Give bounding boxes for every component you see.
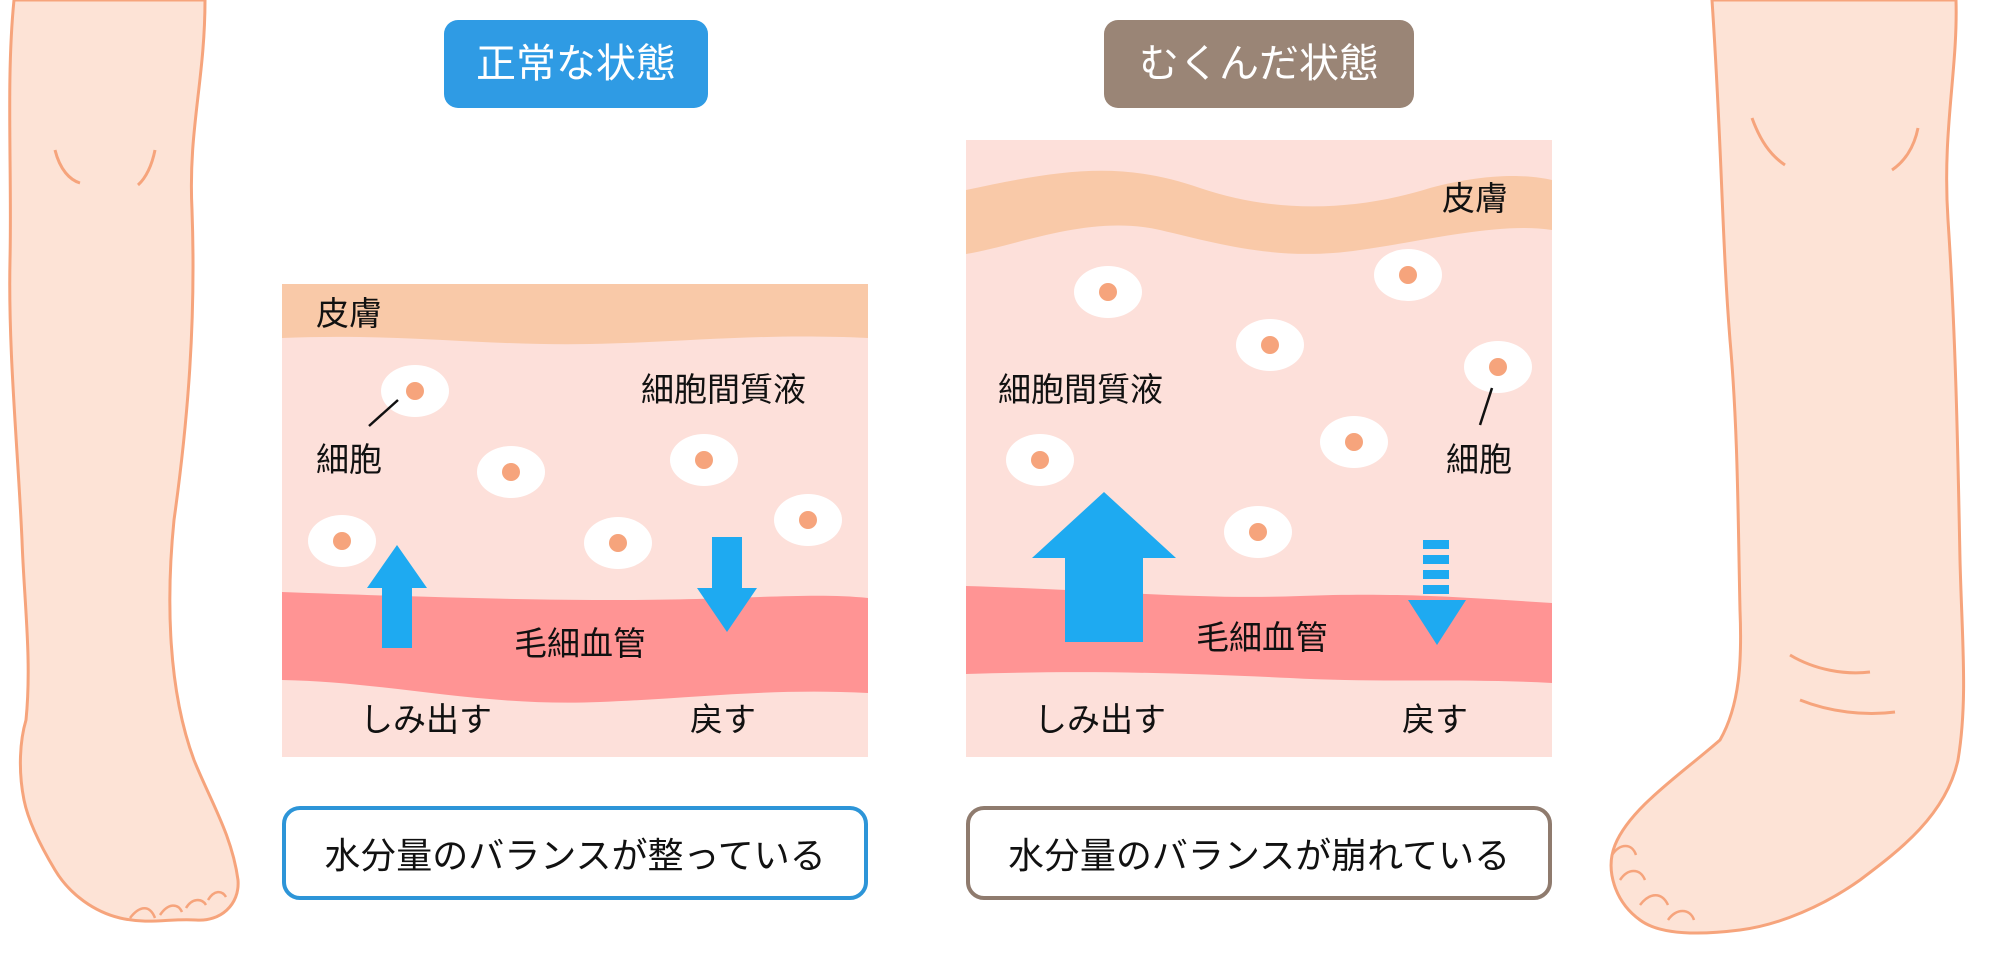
- cell: [670, 434, 738, 486]
- return-label: 戻す: [690, 700, 756, 739]
- cell: [381, 365, 449, 417]
- seep-out-label: しみ出す: [1034, 700, 1166, 739]
- cells: [1006, 249, 1532, 558]
- skin-label: 皮膚: [1442, 179, 1508, 218]
- cell: [1464, 341, 1532, 393]
- cell-pointer-line: [1478, 387, 1494, 426]
- swollen-leg: [1609, 0, 1966, 935]
- swollen-state-title: むくんだ状態: [1104, 20, 1414, 108]
- cell: [1074, 266, 1142, 318]
- cell: [774, 494, 842, 546]
- return-arrow-dashed: [1408, 540, 1466, 645]
- seep-out-arrow-large: [1032, 492, 1176, 642]
- return-label: 戻す: [1402, 700, 1468, 739]
- normal-caption: 水分量のバランスが整っている: [282, 806, 868, 900]
- skin-layer: [282, 284, 868, 345]
- interstitial-fluid-label: 細胞間質液: [998, 370, 1163, 409]
- cells: [308, 365, 842, 569]
- cell-label: 細胞: [316, 440, 382, 479]
- cell: [1236, 319, 1304, 371]
- interstitial-fluid-label: 細胞間質液: [641, 370, 806, 409]
- cell: [1224, 506, 1292, 558]
- return-arrow: [697, 537, 757, 632]
- cell: [1320, 416, 1388, 468]
- swollen-caption: 水分量のバランスが崩れている: [966, 806, 1552, 900]
- seep-out-label: しみ出す: [360, 700, 492, 739]
- seep-out-arrow: [367, 545, 427, 648]
- cell-label: 細胞: [1446, 440, 1512, 479]
- normal-leg: [8, 0, 240, 923]
- cell: [1374, 249, 1442, 301]
- cell: [584, 517, 652, 569]
- normal-tissue-panel: [282, 284, 868, 757]
- skin-layer: [966, 170, 1552, 254]
- capillary-label: 毛細血管: [1196, 618, 1328, 657]
- cell-pointer-line: [368, 399, 399, 427]
- cell: [1006, 434, 1074, 486]
- cell: [477, 446, 545, 498]
- normal-state-title: 正常な状態: [444, 20, 708, 108]
- capillary-label: 毛細血管: [514, 624, 646, 663]
- cell: [308, 515, 376, 567]
- skin-label: 皮膚: [316, 294, 382, 333]
- swollen-tissue-panel: [966, 140, 1552, 757]
